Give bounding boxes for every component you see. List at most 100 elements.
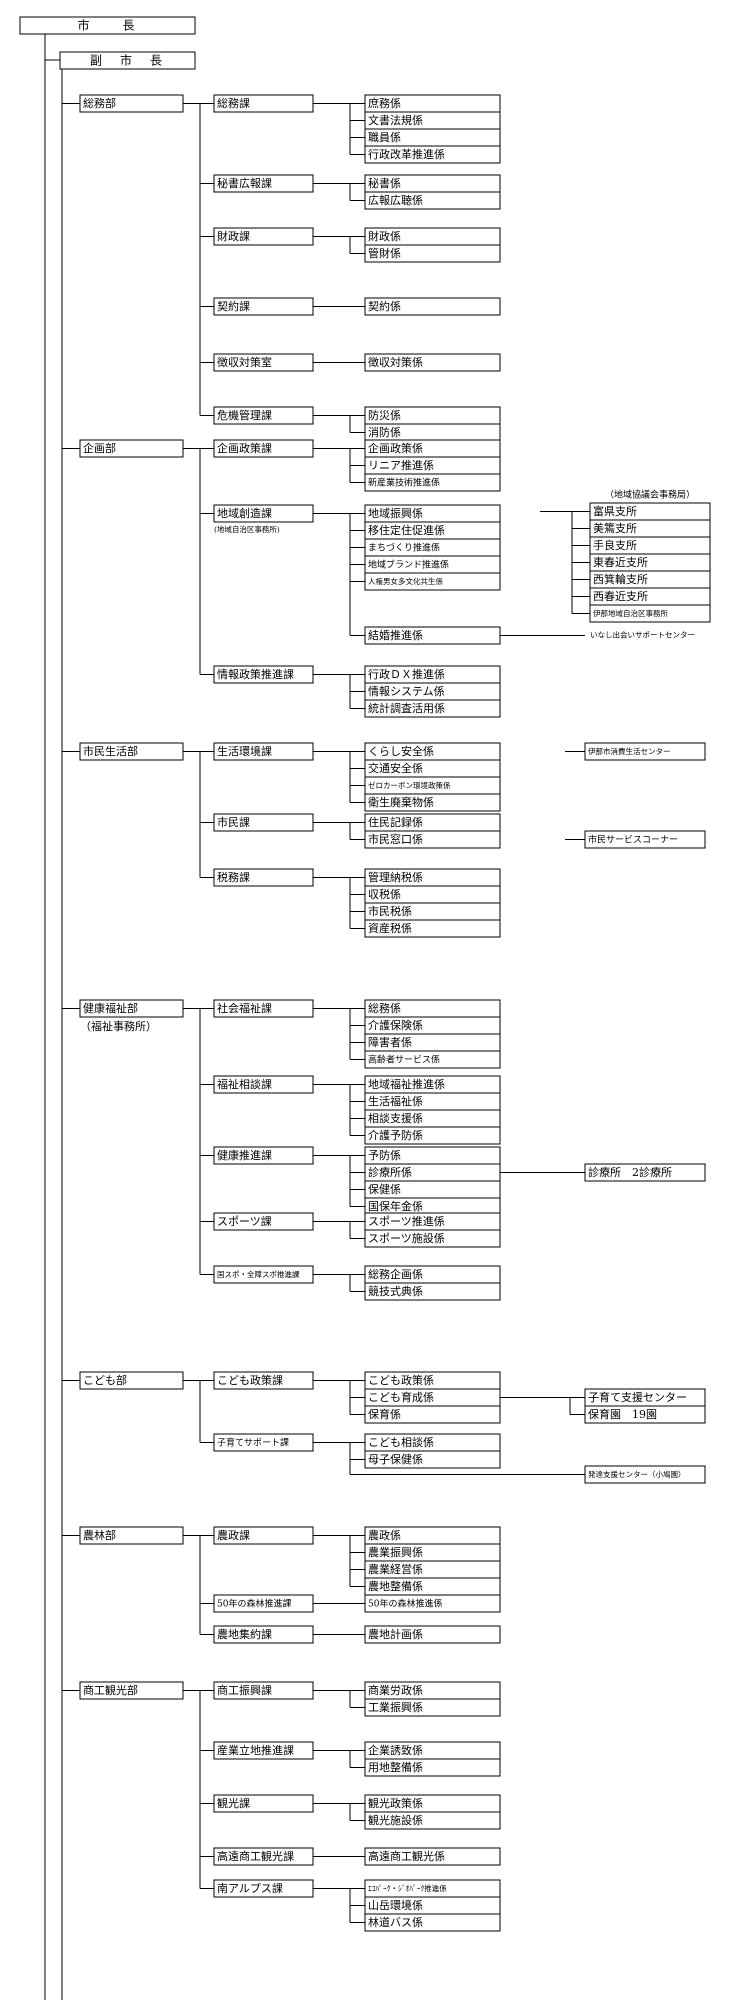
dept-0-section-1-unit-1-label: 広報広聴係 — [368, 194, 423, 207]
dept-0-section-0-box — [213, 94, 314, 113]
dept-1-section-1-unit-3-label: 地域ブランド推進係 — [368, 559, 449, 571]
dept-5-section-0-unit-0-label: 農政係 — [368, 1528, 401, 1542]
branch-office-5-label: 西春近支所 — [593, 590, 648, 603]
dept-1-section-2-box — [213, 665, 314, 684]
vice-mayor-box — [59, 51, 196, 70]
dept-2-section-0-unit-3-label: 衛生廃棄物係 — [368, 795, 434, 809]
dept-2-section-1-label: 市民課 — [217, 815, 250, 829]
dept-6-section-1-unit-1-label: 用地整備係 — [368, 1760, 423, 1774]
dept-2-box — [79, 742, 184, 761]
dept-4-label: こども部 — [83, 1373, 127, 1387]
dept-2-section-0-box — [213, 742, 314, 761]
child-development-center-box — [584, 1465, 706, 1484]
consumer-center-box — [584, 742, 706, 761]
dept-2-section-2-unit-0-label: 管理納税係 — [368, 870, 423, 884]
dept-6-section-1-unit-0-label: 企業誘致係 — [368, 1743, 423, 1757]
dept-2-label: 市民生活部 — [83, 744, 138, 758]
dept-3-section-1-box — [213, 1075, 314, 1094]
dept-1-section-0-unit-1-label: リニア推進係 — [368, 458, 434, 472]
child-development-center-label: 発達支援センター（小鳩園） — [588, 1469, 686, 1479]
dept-1-section-1-unit-4-box — [364, 572, 501, 591]
dept-6-section-4-unit-2-label: 林道バス係 — [368, 1915, 423, 1929]
dept-3-section-0-unit-0-label: 総務係 — [368, 1001, 401, 1015]
dept-3-section-1-unit-0-label: 地域福祉推進係 — [368, 1077, 445, 1091]
dept-0-box — [79, 94, 184, 113]
dept-6-section-1-unit-1-box — [364, 1758, 501, 1777]
dept-0-section-4-unit-0-label: 徴収対策係 — [368, 355, 423, 369]
dept-6-section-1-box — [213, 1741, 314, 1760]
connector-lines — [44, 34, 590, 2000]
dept-3-section-3-label: スポーツ課 — [217, 1214, 272, 1228]
dept-6-section-4-unit-1-label: 山岳環境係 — [368, 1898, 423, 1912]
dept-0-section-0-unit-3-label: 行政改革推進係 — [368, 147, 445, 161]
marriage-unit-label: 結婚推進係 — [368, 628, 423, 642]
dept-4-section-1-label: 子育てサポート課 — [217, 1437, 289, 1449]
marriage-unit-box — [364, 626, 501, 645]
dept-6-section-0-box — [213, 1681, 314, 1700]
dept-1-section-2-label: 情報政策推進課 — [217, 667, 294, 681]
branch-office-0-label: 富県支所 — [593, 504, 637, 518]
dept-5-section-2-unit-0-label: 農地計画係 — [368, 1627, 423, 1641]
dept-0-section-2-box — [213, 227, 314, 246]
dept-0-section-0-unit-0-label: 庶務係 — [368, 96, 401, 110]
council-office-label: （地域協議会事務局） — [605, 489, 695, 501]
dept-3-section-2-unit-3-label: 国保年金係 — [368, 1199, 423, 1213]
dept-4-section-0-unit-2-label: 保育係 — [368, 1407, 401, 1421]
dept-4-section-0-unit-0-label: こども政策係 — [368, 1373, 434, 1387]
dept-3-box — [79, 999, 184, 1018]
dept-3-section-2-unit-0-label: 予防係 — [368, 1148, 401, 1162]
dept-5-section-0-unit-2-label: 農業経営係 — [368, 1562, 423, 1576]
dept-0-section-5-unit-1-label: 消防係 — [368, 425, 401, 439]
branch-office-2-label: 手良支所 — [593, 538, 637, 552]
dept-0-section-4-unit-0-box — [364, 353, 501, 372]
dept-1-section-1-unit-2-label: まちづくり推進係 — [368, 542, 440, 554]
dept-2-section-1-unit-1-box — [364, 830, 501, 849]
dept-2-section-2-box — [213, 868, 314, 887]
dept-5-section-0-unit-1-label: 農業振興係 — [368, 1545, 423, 1559]
dept-0-label: 総務部 — [83, 96, 116, 110]
nursery-label: 保育園 19園 — [588, 1407, 657, 1421]
dept-6-section-2-unit-0-label: 観光政策係 — [368, 1796, 423, 1810]
dept-5-section-1-unit-0-label: 50年の森林推進係 — [368, 1598, 442, 1610]
dept-3-section-4-unit-1-label: 競技式典係 — [368, 1284, 423, 1298]
dept-6-section-3-box — [213, 1847, 314, 1866]
dept-5-label: 農林部 — [83, 1528, 116, 1542]
dept-6-section-4-unit-0-label: ｴｺﾊﾟｰｸ・ｼﾞｵﾊﾟｰｸ推進係 — [368, 1883, 447, 1893]
dept-0-section-0-label: 総務課 — [217, 96, 250, 110]
dept-1-section-1-unit-4-label: 人権男女多文化共生係 — [368, 576, 443, 586]
clinics-label: 診療所 2診療所 — [588, 1165, 672, 1179]
org-nodes: 市 長副 市 長総務部総務課庶務係文書法規係職員係行政改革推進係秘書広報課秘書係… — [19, 16, 711, 1932]
dept-6-label: 商工観光部 — [83, 1683, 138, 1697]
dept-6-section-2-unit-1-label: 観光施設係 — [368, 1813, 423, 1827]
branch-office-1-label: 美篶支所 — [593, 521, 637, 535]
dept-3-section-1-unit-3-label: 介護予防係 — [368, 1128, 423, 1142]
citizen-service-corner-box — [584, 830, 706, 849]
dept-2-section-2-label: 税務課 — [217, 870, 250, 884]
dept-3-section-3-unit-1-label: スポーツ施設係 — [368, 1231, 445, 1245]
dept-0-section-3-unit-0-box — [364, 297, 501, 316]
dept-1-section-1-label: 地域創造課 — [217, 506, 272, 520]
dept-4-section-1-unit-1-box — [364, 1450, 501, 1469]
citizen-service-corner-label: 市民サービスコーナー — [588, 834, 678, 846]
dept-4-section-0-box — [213, 1371, 314, 1390]
marriage-center-label: いなし出会いサポートセンター — [590, 630, 695, 640]
dept-2-section-0-unit-1-label: 交通安全係 — [368, 761, 423, 775]
dept-6-section-0-unit-0-label: 商業労政係 — [368, 1683, 423, 1697]
branch-office-6-box — [589, 604, 711, 623]
dept-2-section-0-unit-2-label: ゼロカーボン環境政策係 — [368, 780, 451, 790]
dept-6-section-2-unit-1-box — [364, 1811, 501, 1830]
consumer-center-label: 伊那市消費生活センター — [588, 746, 671, 756]
dept-3-section-4-unit-0-label: 総務企画係 — [368, 1267, 423, 1281]
dept-5-section-2-box — [213, 1625, 314, 1644]
dept-1-section-1-unit-0-label: 地域振興係 — [368, 506, 423, 520]
dept-5-section-0-box — [213, 1526, 314, 1545]
dept-6-section-3-unit-0-box — [364, 1847, 501, 1866]
dept-3-section-2-unit-2-label: 保健係 — [368, 1182, 401, 1196]
dept-1-section-0-unit-0-label: 企画政策係 — [368, 441, 423, 455]
clinics-box — [584, 1163, 706, 1182]
dept-0-section-4-box — [213, 353, 314, 372]
dept-6-section-2-label: 観光課 — [217, 1796, 250, 1810]
dept-1-section-0-unit-2-box — [364, 473, 501, 492]
dept-0-section-2-unit-1-label: 管財係 — [368, 246, 401, 260]
